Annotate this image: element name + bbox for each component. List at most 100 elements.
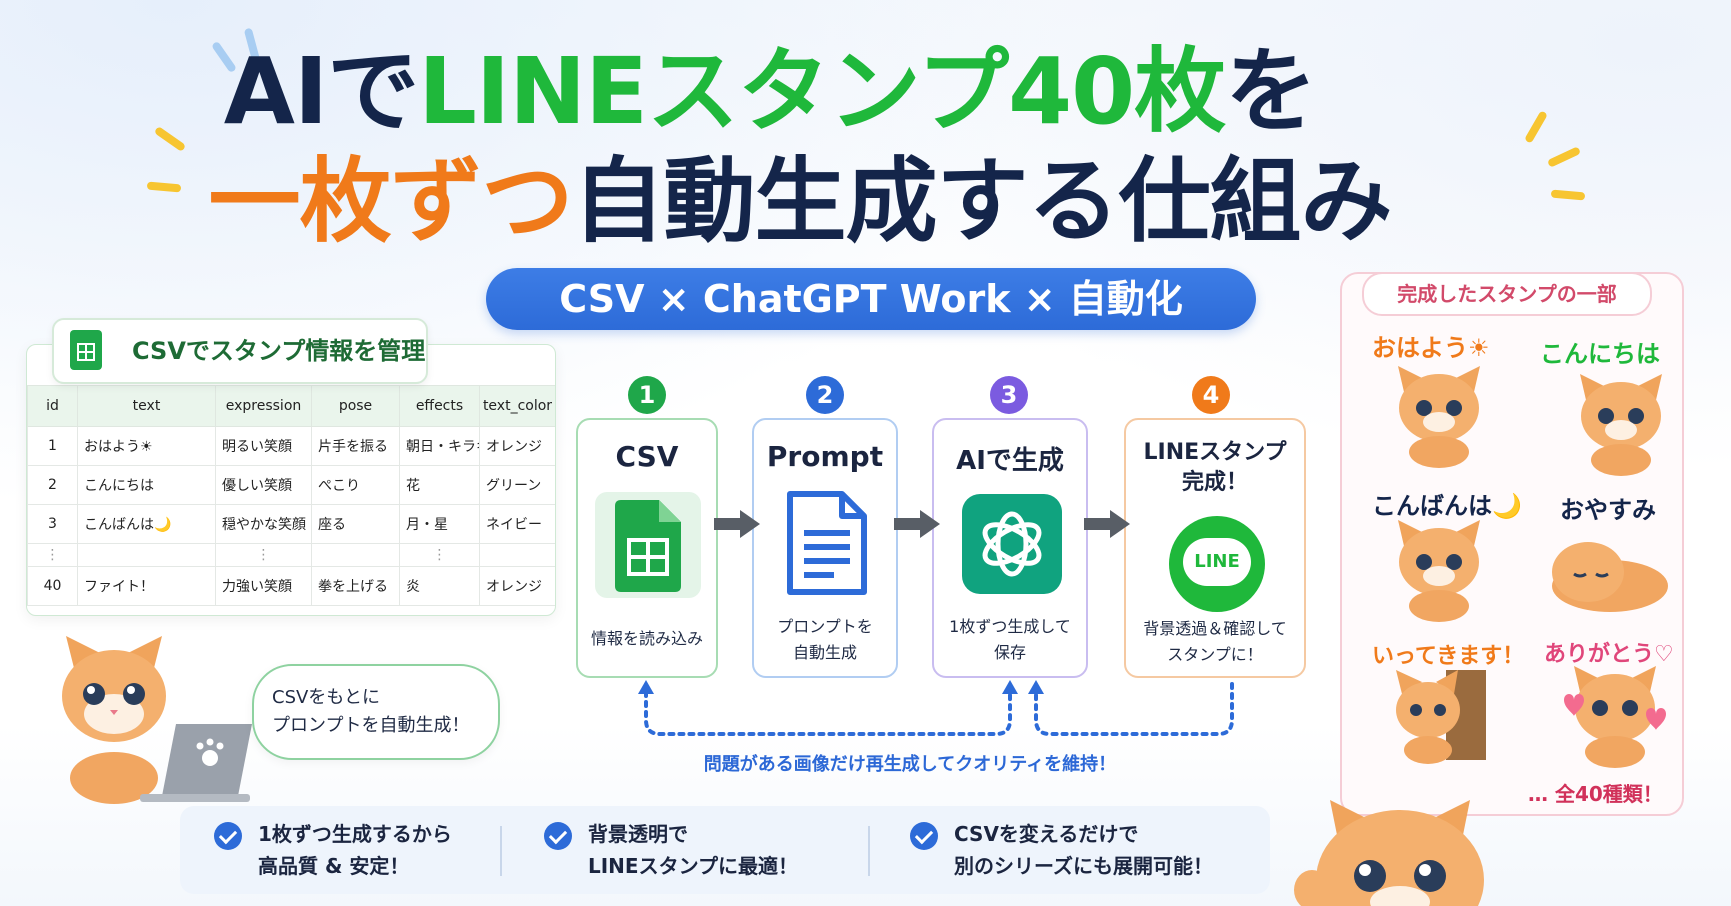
step-description: 情報を読み込み — [590, 629, 703, 648]
table-row-ellipsis: ⋮ ⋮ ⋮ — [27, 543, 555, 567]
table-row: 3 こんばんは🌙 穏やかな笑顔 座る 月・星 ネイビー — [27, 504, 555, 544]
check-circle-icon — [214, 822, 242, 850]
table-cell: 座る — [311, 504, 400, 544]
cat-sticker-image — [1398, 520, 1480, 622]
table-cell: ぺこり — [311, 465, 400, 505]
cat-heart-sticker-image — [1564, 666, 1666, 768]
table-cell: 朝日・キラキラ — [399, 426, 480, 466]
table-cell: 1 — [27, 426, 78, 466]
divider — [500, 826, 502, 876]
step-description: 1枚ずつ生成して 保存 — [949, 617, 1071, 662]
benefit-text: 背景透明で LINEスタンプに最適！ — [588, 822, 798, 878]
csv-table: id text expression pose effects text_col… — [27, 385, 555, 606]
table-cell: 拳を上げる — [311, 566, 400, 606]
subtitle-banner: CSV × ChatGPT Work × 自動化 — [486, 268, 1256, 330]
check-circle-icon — [910, 822, 938, 850]
spreadsheet-icon — [615, 500, 681, 592]
sticker-samples-label: 完成したスタンプの一部 — [1362, 272, 1652, 316]
column-header: effects — [399, 385, 480, 427]
step-title: Prompt — [766, 440, 884, 473]
step-description: 背景透過＆確認して スタンプに！ — [1143, 619, 1287, 664]
cat-with-laptop-illustration — [62, 636, 252, 804]
spreadsheet-icon — [70, 330, 102, 370]
table-cell: 穏やかな笑顔 — [215, 504, 312, 544]
cat-sticker-image — [1580, 374, 1662, 476]
column-header: expression — [215, 385, 312, 427]
title-part: 自動生成する仕組み — [572, 148, 1393, 255]
arrow-right-icon — [1084, 510, 1132, 538]
title-part: を — [1225, 38, 1317, 145]
sticker-count-note: … 全40種類！ — [1528, 782, 1663, 806]
chatgpt-logo-icon — [962, 494, 1062, 594]
arrow-right-icon — [714, 510, 762, 538]
title-part-highlight: LINEスタンプ40枚 — [418, 38, 1226, 145]
table-cell: 2 — [27, 465, 78, 505]
regeneration-note: 問題がある画像だけ再生成してクオリティを維持！ — [703, 754, 1117, 775]
table-cell: ファイト！ — [77, 566, 216, 606]
page-title-line1: AIでLINEスタンプ40枚を — [0, 40, 1540, 144]
benefit-text: CSVを変えるだけで 別のシリーズにも展開可能！ — [954, 822, 1213, 878]
divider — [868, 826, 870, 876]
cat-door-sticker-image — [1396, 670, 1486, 764]
step-number-2: 2 — [806, 376, 844, 414]
step-card-csv: CSV 情報を読み込み — [576, 418, 718, 678]
table-cell: ⋮ — [399, 543, 480, 567]
arrow-right-icon — [894, 510, 942, 538]
step-card-prompt: Prompt プロンプトを 自動生成 — [752, 418, 898, 678]
table-header-row: id text expression pose effects text_col… — [27, 385, 555, 427]
table-cell — [311, 543, 400, 567]
step-title: LINEスタンプ 完成！ — [1143, 440, 1287, 495]
table-cell: ネイビー — [479, 504, 555, 544]
table-cell: ⋮ — [215, 543, 312, 567]
document-icon — [787, 491, 867, 595]
table-cell — [479, 543, 555, 567]
table-row: 40 ファイト！ 力強い笑顔 拳を上げる 炎 オレンジ — [27, 566, 555, 606]
step-number-4: 4 — [1192, 376, 1230, 414]
regeneration-loop-arrows — [638, 680, 1234, 736]
cat-sticker-image — [1398, 366, 1480, 468]
table-cell: 優しい笑顔 — [215, 465, 312, 505]
line-logo-icon: LINE — [1169, 516, 1265, 612]
sticker-text: ありがとう♡ — [1544, 642, 1674, 667]
csv-panel-label: CSVでスタンプ情報を管理 — [52, 318, 428, 384]
speech-bubble: CSVをもとに プロンプトを自動生成！ — [252, 664, 500, 760]
table-row: 1 おはよう☀ 明るい笑顔 片手を振る 朝日・キラキラ オレンジ — [27, 426, 555, 466]
table-cell: 力強い笑顔 — [215, 566, 312, 606]
table-cell: グリーン — [479, 465, 555, 505]
table-cell: ⋮ — [27, 543, 78, 567]
step-card-ai-generate: AIで生成 1枚ずつ生成して 保存 — [932, 418, 1088, 678]
title-part: AIで — [223, 38, 419, 145]
table-cell: 3 — [27, 504, 78, 544]
column-header: id — [27, 385, 78, 427]
column-header: text — [77, 385, 216, 427]
check-circle-icon — [544, 822, 572, 850]
table-cell: 片手を振る — [311, 426, 400, 466]
table-cell: こんばんは🌙 — [77, 504, 216, 544]
speech-bubble-text: CSVをもとに プロンプトを自動生成！ — [272, 687, 470, 736]
step-description: プロンプトを 自動生成 — [777, 617, 873, 662]
benefits-bar — [180, 806, 1270, 894]
benefit-text: 1枚ずつ生成するから 高品質 & 安定！ — [258, 822, 452, 878]
table-row: 2 こんにちは 優しい笑顔 ぺこり 花 グリーン — [27, 465, 555, 505]
step-number-1: 1 — [628, 376, 666, 414]
sticker-text: こんばんは🌙 — [1372, 492, 1522, 520]
table-cell: 40 — [27, 566, 78, 606]
table-cell: おはよう☀ — [77, 426, 216, 466]
table-cell: こんにちは — [77, 465, 216, 505]
column-header: text_color — [479, 385, 555, 427]
title-part-highlight: 一枚ずつ — [208, 148, 573, 255]
step-title: CSV — [615, 440, 679, 473]
sticker-text: こんにちは — [1540, 340, 1660, 368]
table-cell — [77, 543, 216, 567]
csv-table-card: id text expression pose effects text_col… — [26, 344, 556, 616]
table-cell: 炎 — [399, 566, 480, 606]
cat-waving-illustration — [1294, 800, 1484, 906]
page-title-line2: 一枚ずつ自動生成する仕組み — [0, 150, 1600, 254]
column-header: pose — [311, 385, 400, 427]
table-cell: 花 — [399, 465, 480, 505]
table-cell: 月・星 — [399, 504, 480, 544]
line-logo-text: LINE — [1194, 551, 1240, 572]
csv-panel-label-text: CSVでスタンプ情報を管理 — [132, 337, 426, 365]
sticker-text: おやすみ — [1560, 496, 1656, 524]
